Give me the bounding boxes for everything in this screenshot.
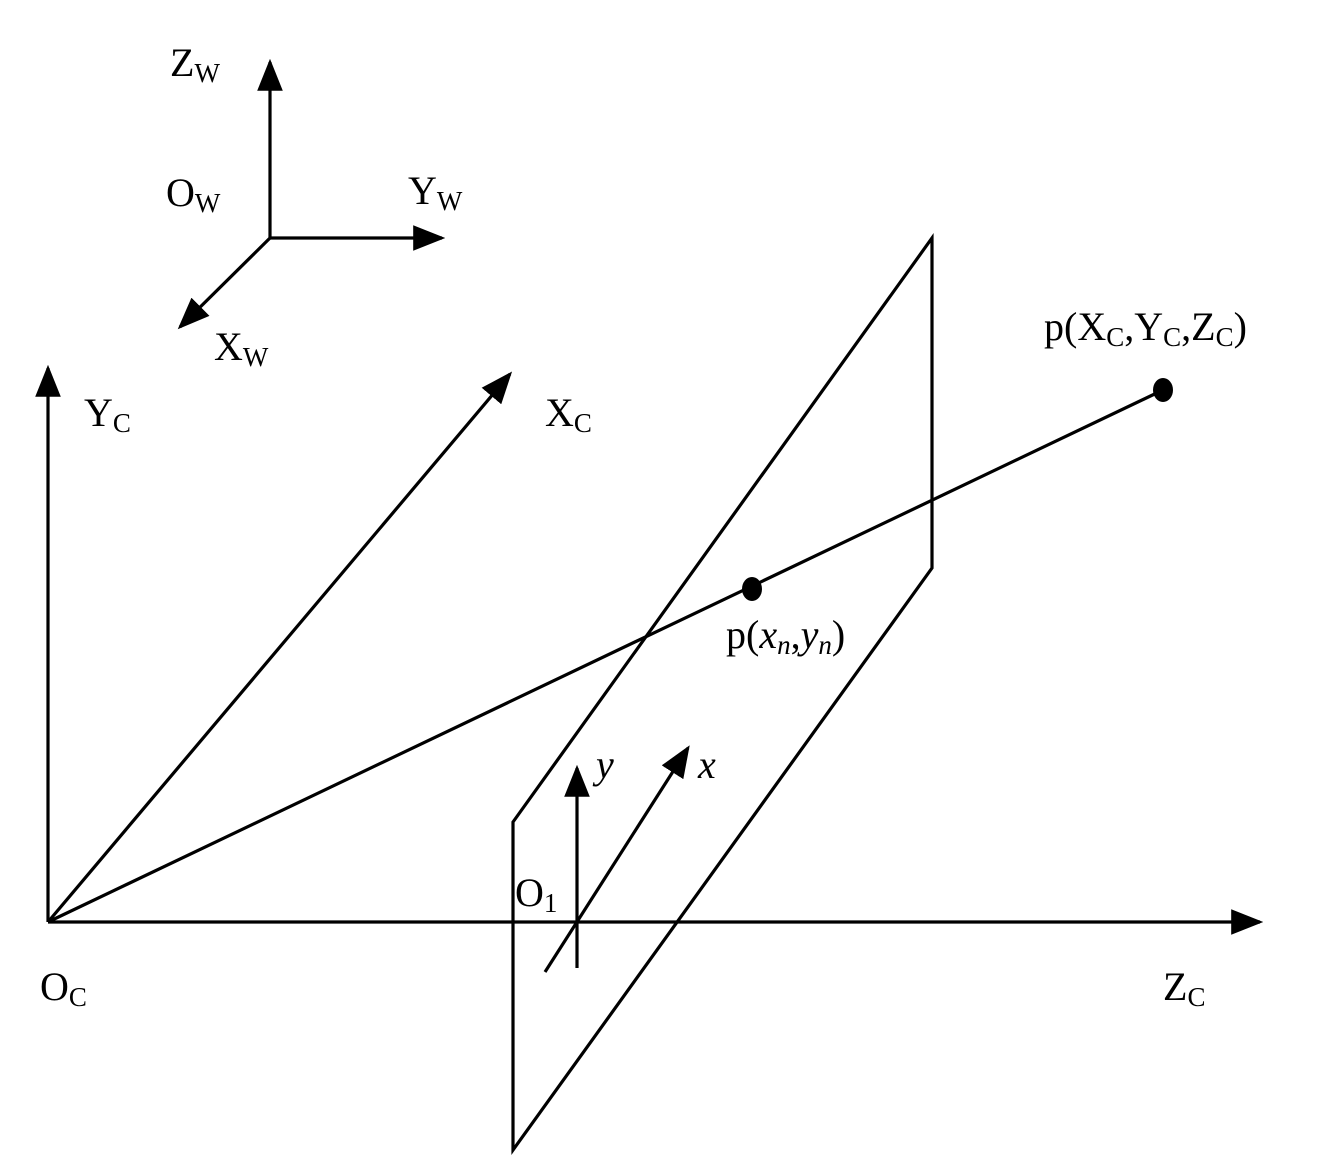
- image-origin-label: O1: [515, 870, 557, 918]
- world-x-axis-arrow: [177, 236, 272, 330]
- camera-axes: [35, 364, 1264, 935]
- image-plane-axes: [543, 745, 690, 973]
- world-point-label: p(XC,YC,ZC): [1044, 304, 1247, 352]
- image-point-label: p(xn,yn): [726, 612, 845, 660]
- projection-ray: [47, 388, 1164, 924]
- image-x-label: x: [697, 742, 716, 787]
- image-point-dot: [742, 577, 762, 601]
- world-x-label: XW: [214, 324, 269, 372]
- camera-x-axis-arrow: [46, 371, 513, 924]
- camera-z-label: ZC: [1163, 964, 1205, 1012]
- world-axes: [177, 58, 446, 330]
- image-y-label: y: [592, 742, 614, 787]
- camera-y-label: YC: [84, 390, 131, 438]
- world-origin-label: OW: [166, 170, 221, 218]
- image-x-axis-arrow: [543, 745, 690, 973]
- camera-origin-label: OC: [40, 964, 87, 1012]
- image-plane: [511, 233, 934, 1155]
- world-z-label: ZW: [170, 40, 220, 88]
- camera-x-label: XC: [545, 390, 592, 438]
- world-point-dot: [1153, 378, 1173, 402]
- world-y-label: YW: [408, 168, 463, 216]
